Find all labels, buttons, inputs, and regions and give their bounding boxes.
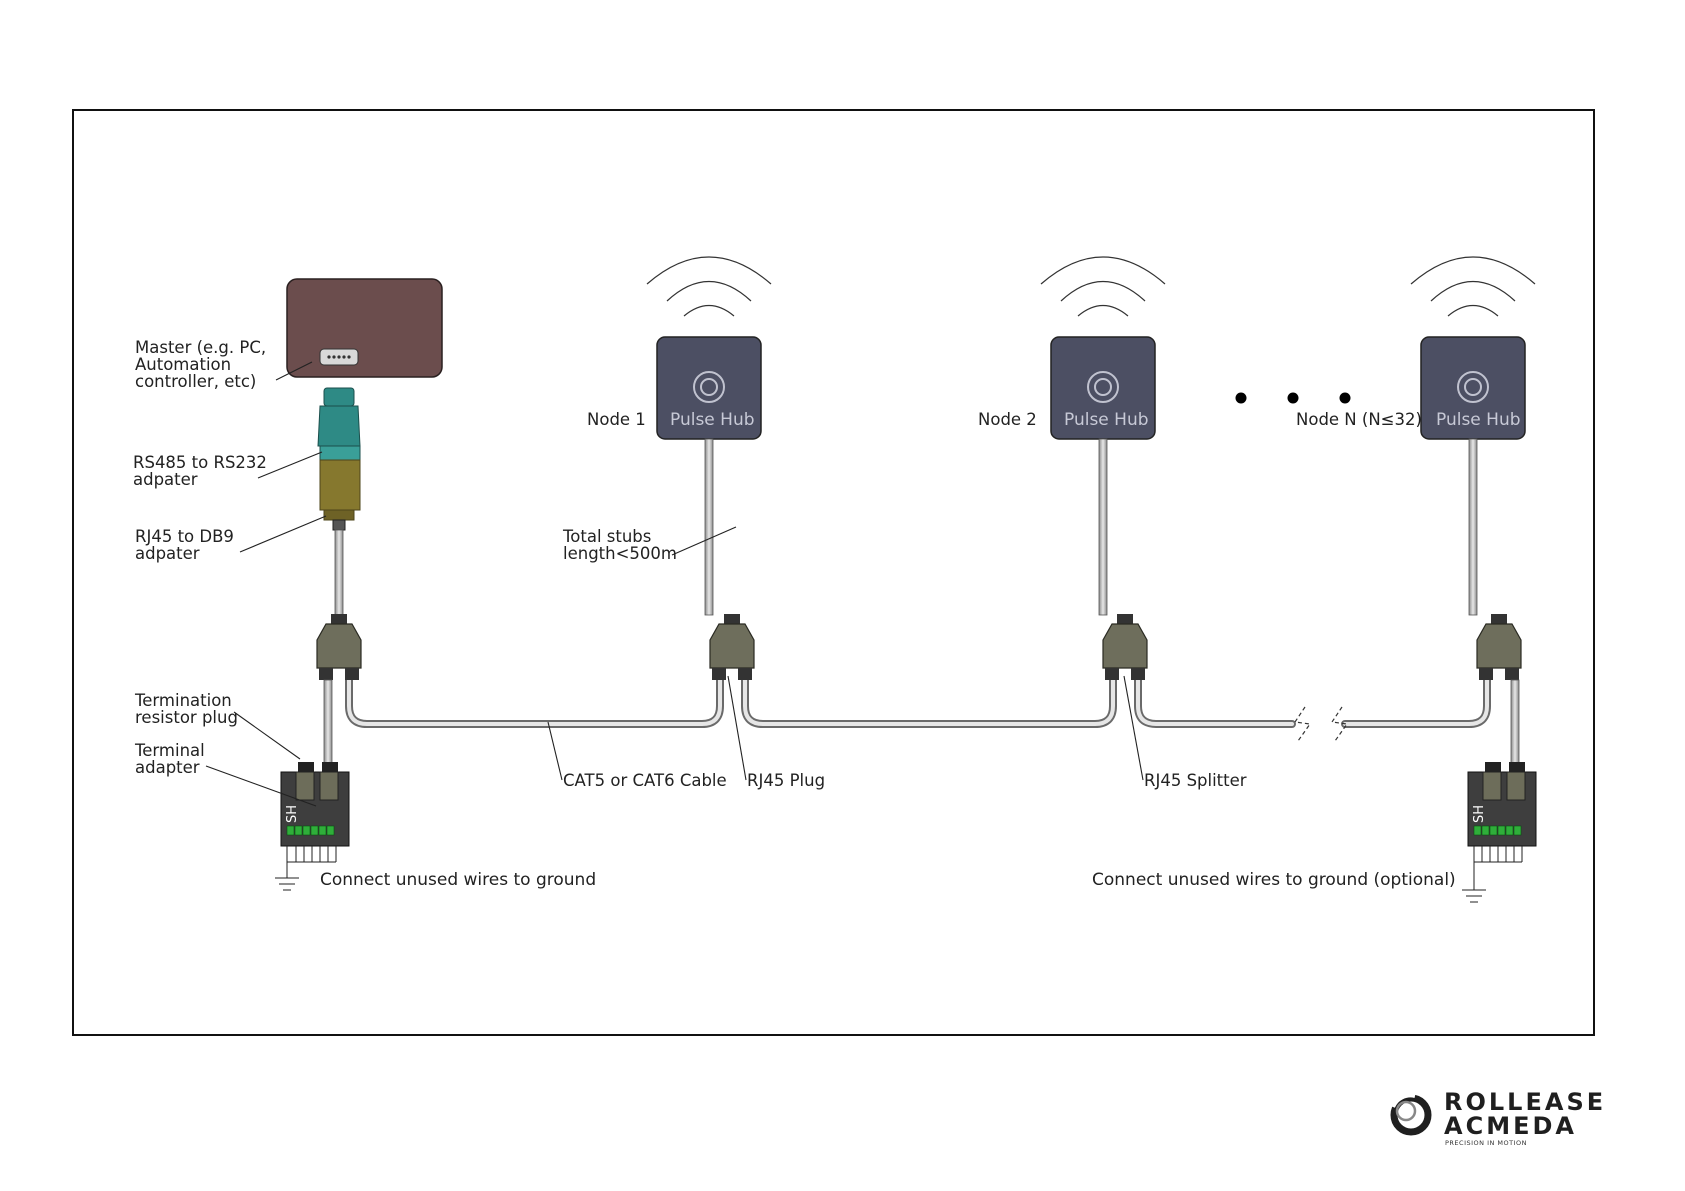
rj45-splitter	[1476, 614, 1522, 680]
wireless-signal-icon	[1040, 256, 1166, 317]
cable-label: CAT5 or CAT6 Cable	[563, 771, 727, 790]
ground-note-left: Connect unused wires to ground	[320, 870, 597, 890]
rj45-splitter	[1102, 614, 1148, 680]
stubs-length-label: Total stubs length<500m	[563, 527, 677, 563]
cable-break-marks	[1293, 706, 1349, 742]
rs485-to-rs232-adapter	[317, 387, 361, 461]
stub-cable	[1098, 438, 1108, 616]
sh-label-left: SH	[285, 804, 300, 824]
wireless-signal-icon	[1410, 256, 1536, 317]
node-1-label: Node 1	[587, 410, 646, 429]
rollease-logo-mark	[1390, 1093, 1432, 1136]
rs485-adapter-label: RS485 to RS232 adpater	[133, 453, 267, 489]
terminal-adapter-label: Terminal adapter	[135, 741, 205, 777]
stub-cable	[334, 529, 344, 617]
rj45-plug-label: RJ45 Plug	[747, 771, 826, 790]
cat-cable	[345, 676, 1491, 728]
pulse-logo-icon	[693, 371, 725, 403]
stub-cable	[1510, 679, 1520, 765]
logo-line-2: ACMEDA	[1444, 1112, 1577, 1140]
ground-wiring-right	[1462, 846, 1523, 903]
ellipsis-dots	[1235, 392, 1351, 404]
leader-lines	[205, 361, 1144, 807]
rj45-db9-adapter-label: RJ45 to DB9 adpater	[135, 527, 234, 563]
hub-label-1: Pulse Hub	[670, 410, 755, 430]
pulse-logo-icon	[1087, 371, 1119, 403]
terminal-adapter	[1467, 762, 1537, 847]
wireless-signal-icon	[646, 256, 772, 317]
node-2-label: Node 2	[978, 410, 1037, 429]
stub-cable	[704, 438, 714, 616]
hub-label-n: Pulse Hub	[1436, 410, 1521, 430]
sh-label-right: SH	[1472, 804, 1487, 824]
logo-tagline: PRECISION IN MOTION	[1445, 1139, 1528, 1147]
ground-note-right: Connect unused wires to ground (optional…	[1092, 870, 1456, 890]
pulse-hub	[656, 336, 762, 440]
logo-line-1: ROLLEASE	[1444, 1088, 1607, 1116]
node-n-label: Node N (N≤32)	[1296, 410, 1422, 429]
diagram-frame	[72, 109, 1595, 1036]
rj45-to-db9-adapter	[319, 459, 361, 531]
ground-wiring-left	[275, 846, 337, 891]
rj45-splitter	[709, 614, 755, 680]
stub-cable	[1468, 438, 1478, 616]
stub-cable	[323, 679, 333, 765]
hub-label-2: Pulse Hub	[1064, 410, 1149, 430]
terminal-adapter	[280, 762, 350, 847]
rj45-splitter	[316, 614, 362, 680]
master-label: Master (e.g. PC, Automation controller, …	[135, 338, 267, 391]
master-device	[286, 278, 443, 378]
rj45-splitter-label: RJ45 Splitter	[1144, 771, 1247, 790]
termination-plug-label: Termination resistor plug	[135, 691, 238, 727]
pulse-logo-icon	[1457, 371, 1489, 403]
